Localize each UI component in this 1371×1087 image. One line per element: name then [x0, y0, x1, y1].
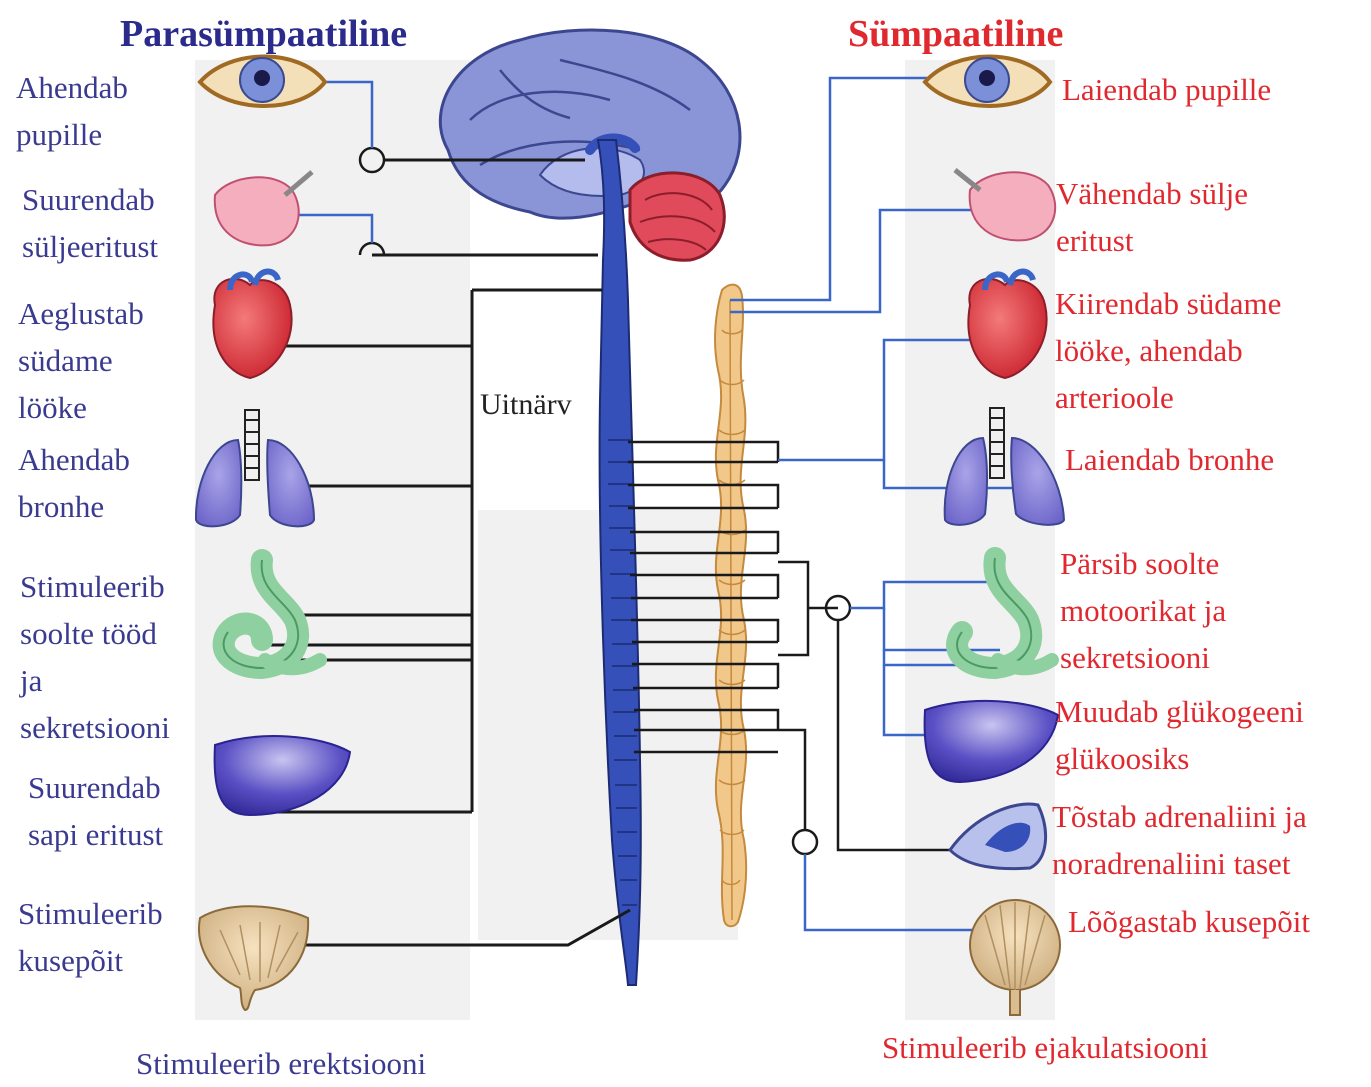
symp-label-pupils: Laiendab pupille [1062, 66, 1271, 113]
parasympathetic-nerves [248, 160, 630, 945]
liver-right [925, 701, 1058, 782]
eye-left [200, 57, 325, 107]
para-label-bile: Suurendab sapi eritust [28, 764, 163, 858]
spinal-cord [598, 140, 641, 985]
bladder-left [199, 906, 308, 1010]
eye-right [925, 57, 1050, 107]
salivary-gland-right [955, 170, 1055, 240]
stomach-right [957, 558, 1052, 668]
para-label-bronchi: Ahendab bronhe [18, 436, 130, 530]
symp-label-glycogen: Muudab glükogeeni glükoosiks [1055, 688, 1304, 782]
adrenal-gland-right [950, 804, 1046, 869]
parasympathetic-title: Parasümpaatiline [120, 12, 407, 56]
symp-label-bronchi: Laiendab bronhe [1065, 436, 1274, 483]
symp-label-adrenaline: Tõstab adrenaliini ja noradrenaliini tas… [1052, 793, 1307, 887]
sympathetic-chain [715, 285, 746, 927]
para-label-intestines: Stimuleerib soolte tööd ja sekretsiooni [20, 563, 170, 751]
symp-label-bladder: Lõõgastab kusepõit [1068, 898, 1310, 945]
bladder-right [970, 900, 1060, 1015]
liver-left [215, 736, 350, 815]
vagus-nerve-label: Uitnärv [480, 388, 572, 422]
symp-label-intestines: Pärsib soolte motoorikat ja sekretsiooni [1060, 540, 1226, 681]
para-label-heart: Aeglustab südame lööke [18, 290, 144, 431]
heart-left [213, 272, 291, 378]
symp-label-saliva: Vähendab sülje eritust [1056, 170, 1248, 264]
para-label-pupils: Ahendab pupille [16, 64, 128, 158]
symp-label-heart: Kiirendab südame lööke, ahendab arterioo… [1055, 280, 1281, 421]
para-label-bladder: Stimuleerib kusepõit [18, 890, 163, 984]
para-label-saliva: Suurendab süljeeritust [22, 176, 158, 270]
symp-label-ejaculation: Stimuleerib ejakulatsiooni [882, 1024, 1208, 1071]
lungs-left [196, 410, 314, 526]
cerebellum [630, 173, 724, 260]
lungs-right [945, 408, 1064, 525]
sympathetic-ganglia [793, 596, 850, 854]
heart-right [968, 272, 1046, 378]
salivary-gland-left [215, 172, 312, 245]
sympathetic-title: Sümpaatiline [848, 12, 1063, 56]
